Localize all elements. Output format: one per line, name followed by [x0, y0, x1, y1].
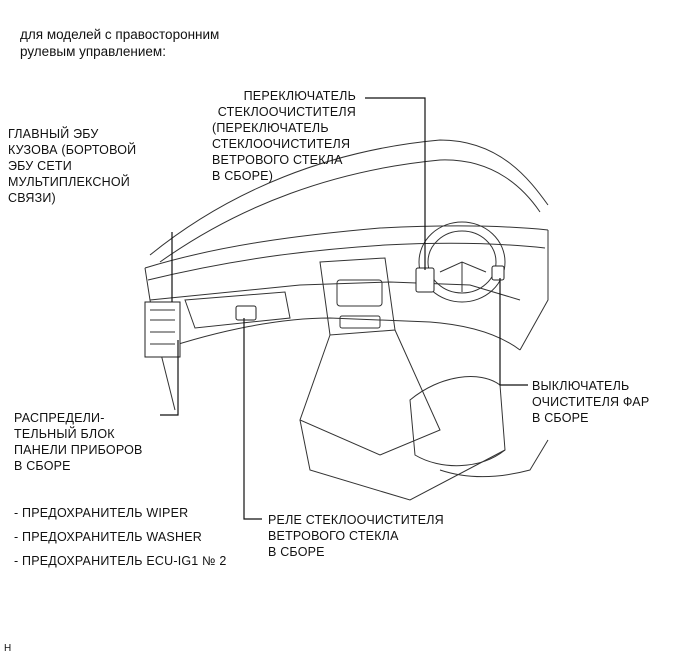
steering-wheel-inner — [427, 230, 497, 294]
steering-wheel — [418, 221, 506, 303]
center-stack — [319, 257, 396, 336]
console-lower — [299, 419, 506, 501]
label-main-body-ecu: ГЛАВНЫЙ ЭБУ КУЗОВА (БОРТОВОЙ ЭБУ СЕТИ МУ… — [8, 127, 137, 205]
label-wiper-switch: ПЕРЕКЛЮЧАТЕЛЬ СТЕКЛООЧИСТИТЕЛЯ — [217, 89, 356, 119]
floor-right — [439, 439, 549, 478]
dash-face — [149, 281, 521, 301]
header-line-2: рулевым управлением: — [20, 44, 166, 59]
figure-code: H — [4, 643, 12, 654]
main-ecu-part — [144, 301, 181, 358]
dash-right-edge — [519, 230, 549, 351]
headlamp-cleaner-switch-part — [491, 265, 505, 281]
windshield-inner — [159, 159, 541, 263]
header-line-1: для моделей с правосторонним — [20, 27, 220, 42]
fuse-item: - ПРЕДОХРАНИТЕЛЬ WIPER — [14, 506, 189, 520]
dash-top-2 — [147, 242, 546, 281]
fuse-item: - ПРЕДОХРАНИТЕЛЬ WASHER — [14, 530, 202, 544]
fuse-item: - ПРЕДОХРАНИТЕЛЬ ECU-IG1 № 2 — [14, 554, 227, 568]
windshield-outline — [149, 139, 549, 256]
label-junction-block: РАСПРЕДЕЛИ- ТЕЛЬНЫЙ БЛОК ПАНЕЛИ ПРИБОРОВ… — [14, 411, 143, 473]
label-wiper-switch-detail: (ПЕРЕКЛЮЧАТЕЛЬ СТЕКЛООЧИСТИТЕЛЯ ВЕТРОВОГ… — [212, 121, 351, 183]
steering-spokes — [439, 261, 487, 292]
leader-wiper-switch — [365, 97, 426, 270]
center-display — [336, 279, 383, 307]
wiper-relay-part — [235, 305, 257, 321]
center-console — [299, 329, 441, 456]
label-wiper-relay: РЕЛЕ СТЕКЛООЧИСТИТЕЛЯ ВЕТРОВОГО СТЕКЛА В… — [268, 513, 444, 559]
fuse-list: - ПРЕДОХРАНИТЕЛЬ WIPER - ПРЕДОХРАНИТЕЛЬ … — [14, 501, 227, 573]
ecu-detail — [150, 309, 175, 345]
dash-top — [144, 225, 549, 269]
label-headlamp-cleaner-switch: ВЫКЛЮЧАТЕЛЬ ОЧИСТИТЕЛЯ ФАР В СБОРЕ — [532, 379, 650, 425]
dash-lower — [159, 317, 521, 351]
glove-box — [184, 291, 291, 329]
console-armrest — [409, 376, 506, 467]
leader-headlamp-cleaner — [499, 278, 528, 386]
leader-wiper-relay — [243, 318, 262, 520]
leader-junction-block — [160, 340, 179, 416]
page-header: для моделей с правосторонним рулевым упр… — [20, 26, 219, 60]
center-vents — [339, 315, 381, 329]
wiper-switch-part — [415, 267, 435, 293]
